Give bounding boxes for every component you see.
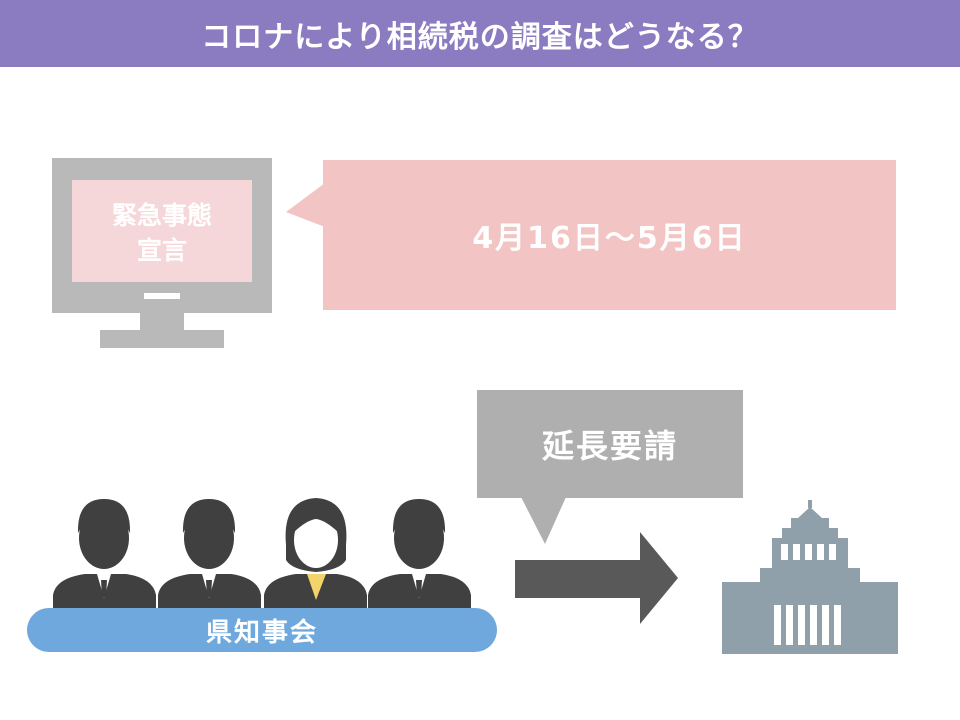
page-title: コロナにより相続税の調査はどうなる？ — [0, 0, 960, 67]
request-pointer — [521, 497, 566, 544]
request-callout: 延長要請 — [477, 390, 743, 498]
person-icon — [264, 498, 367, 610]
person-icon — [53, 499, 156, 610]
governors-group-icon — [53, 498, 471, 610]
council-label: 県知事会 — [205, 617, 318, 648]
monitor-line-1: 緊急事態 — [111, 201, 212, 230]
period-text: 4月16日～5月6日 — [472, 221, 747, 256]
monitor-icon — [52, 158, 272, 348]
request-label: 延長要請 — [541, 427, 678, 465]
period-callout: 4月16日～5月6日 — [323, 160, 896, 310]
monitor-line-2: 宣言 — [136, 236, 187, 265]
parliament-building-icon — [722, 500, 898, 654]
person-icon — [158, 499, 261, 610]
callout-pointer — [286, 183, 325, 227]
person-icon — [368, 499, 471, 610]
council-label-bar: 県知事会 — [27, 608, 497, 652]
arrow-right-icon — [515, 532, 678, 624]
monitor-screen-text: 緊急事態 宣言 — [72, 198, 252, 268]
